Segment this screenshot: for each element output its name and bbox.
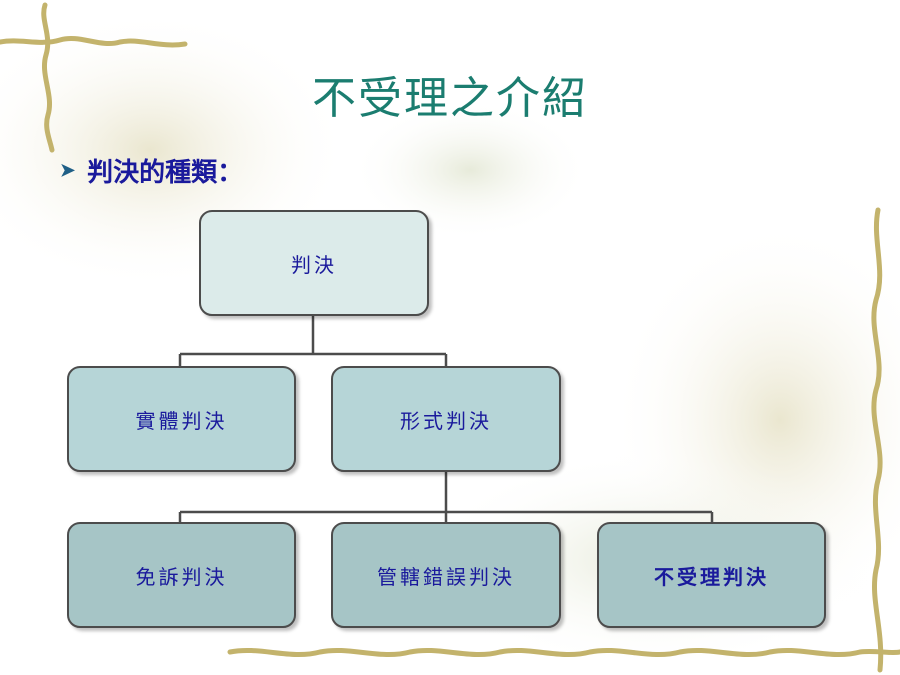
node-judgment-root-label: 判決 — [291, 252, 337, 277]
node-jurisdiction-error-judgment-label: 管轄錯誤判決 — [377, 564, 515, 589]
lotus-wash-center — [350, 100, 590, 240]
node-dismissal-judgment-label: 不受理判決 — [654, 564, 769, 589]
slide-title: 不受理之介紹 — [312, 73, 588, 124]
subheading: ➤ 判決的種類： — [60, 152, 243, 189]
subheading-text: 判決的種類： — [87, 158, 244, 188]
node-exemption-judgment-label: 免訴判決 — [135, 564, 228, 589]
node-formal-judgment: 形式判決 — [331, 366, 561, 472]
node-judgment-root: 判決 — [199, 210, 429, 316]
node-dismissal-judgment: 不受理判決 — [597, 522, 826, 628]
node-exemption-judgment: 免訴判決 — [67, 522, 296, 628]
vine-frame-bottom — [227, 647, 900, 657]
node-substantive-judgment: 實體判決 — [67, 366, 296, 472]
node-formal-judgment-label: 形式判決 — [400, 408, 492, 433]
vine-frame-topleft — [0, 2, 188, 153]
arrow-bullet-icon: ➤ — [60, 160, 76, 181]
vine-frame-right — [871, 207, 884, 673]
node-jurisdiction-error-judgment: 管轄錯誤判決 — [331, 522, 561, 628]
node-substantive-judgment-label: 實體判決 — [135, 408, 228, 433]
